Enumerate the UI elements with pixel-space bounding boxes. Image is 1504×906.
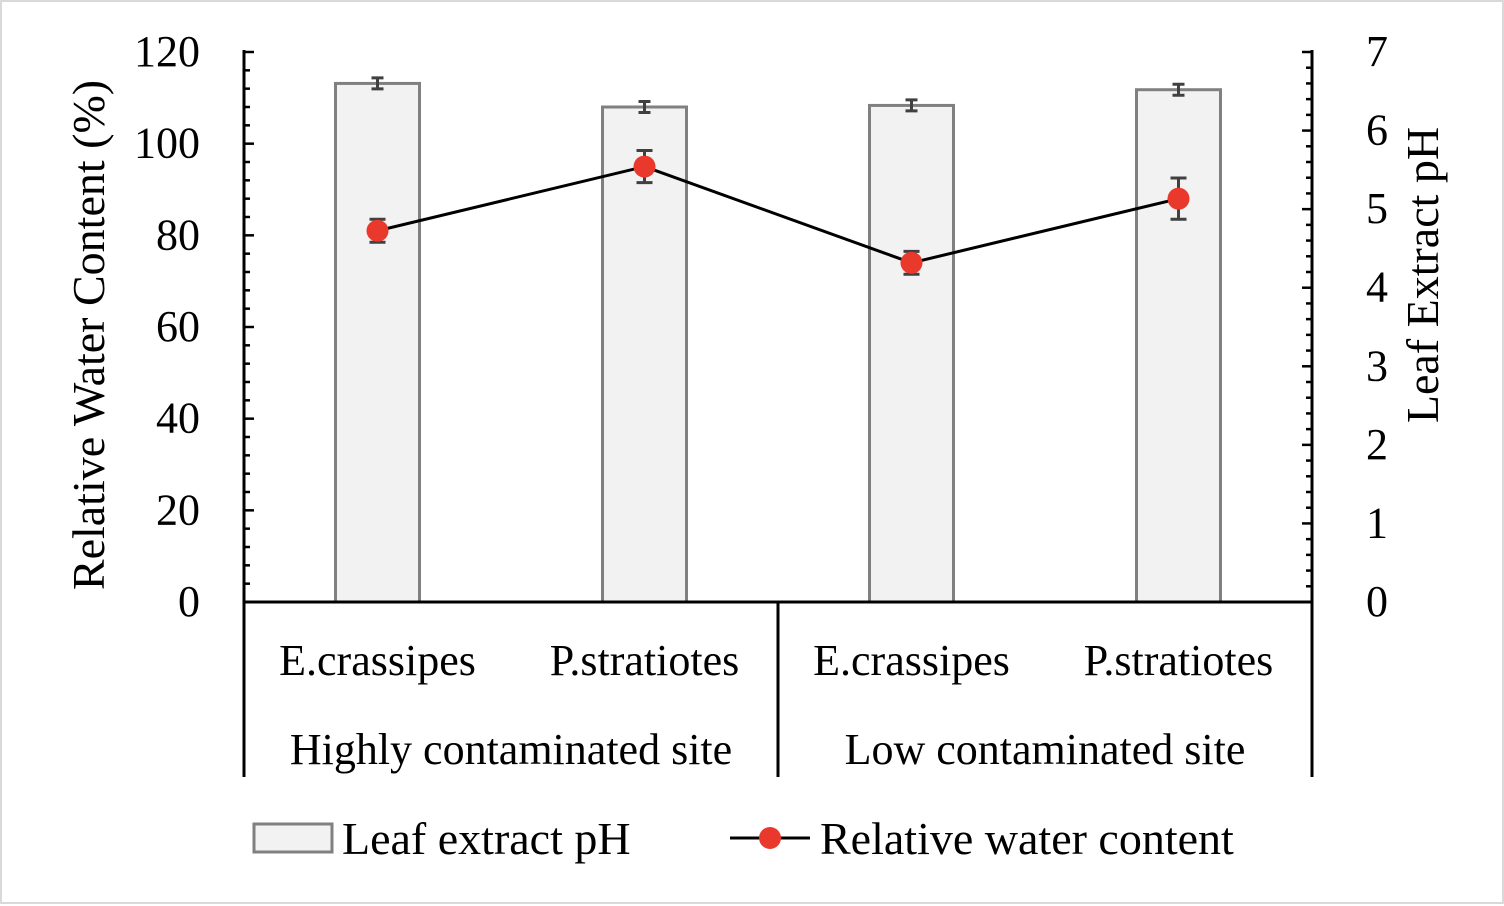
left-tick-label: 120	[134, 27, 200, 76]
category-label: E.crassipes	[279, 636, 476, 685]
bar-1	[601, 105, 688, 604]
left-tick-label: 20	[156, 485, 200, 534]
group-label: Highly contaminated site	[290, 725, 732, 774]
bar-error-2	[905, 98, 918, 113]
bar-error-3	[1172, 82, 1185, 97]
rwc-point-0	[366, 219, 389, 242]
left-tick-label: 40	[156, 394, 200, 443]
group-label: Low contaminated site	[845, 725, 1246, 774]
bar-error-0	[371, 76, 384, 91]
right-tick-label: 2	[1366, 420, 1388, 469]
bar-0	[334, 81, 421, 604]
left-tick-label: 100	[134, 119, 200, 168]
category-label: E.crassipes	[813, 636, 1010, 685]
rwc-point-3	[1167, 187, 1190, 210]
left-axis-title: Relative Water Content (%)	[63, 80, 114, 590]
left-tick-label: 80	[156, 210, 200, 259]
category-label: P.stratiotes	[550, 636, 739, 685]
legend-swatch-bar	[252, 822, 334, 854]
left-tick-label: 0	[178, 577, 200, 626]
legend-label-line: Relative water content	[820, 813, 1234, 864]
right-tick-label: 0	[1366, 577, 1388, 626]
right-tick-label: 1	[1366, 498, 1388, 547]
right-tick-label: 4	[1366, 263, 1388, 312]
category-label: P.stratiotes	[1084, 636, 1273, 685]
right-tick-label: 7	[1366, 27, 1388, 76]
legend-label-bar: Leaf extract pH	[342, 813, 631, 864]
bar-3	[1135, 88, 1222, 604]
bar-2	[868, 103, 955, 604]
rwc-point-2	[900, 251, 923, 274]
right-tick-label: 3	[1366, 341, 1388, 390]
right-tick-label: 5	[1366, 184, 1388, 233]
right-tick-label: 6	[1366, 106, 1388, 155]
rwc-line	[377, 165, 1179, 265]
right-axis-title: Leaf Extract pH	[1397, 127, 1448, 423]
bar-error-1	[638, 100, 651, 114]
legend-swatch-marker	[759, 827, 781, 849]
rwc-point-1	[633, 155, 656, 178]
left-tick-label: 60	[156, 302, 200, 351]
